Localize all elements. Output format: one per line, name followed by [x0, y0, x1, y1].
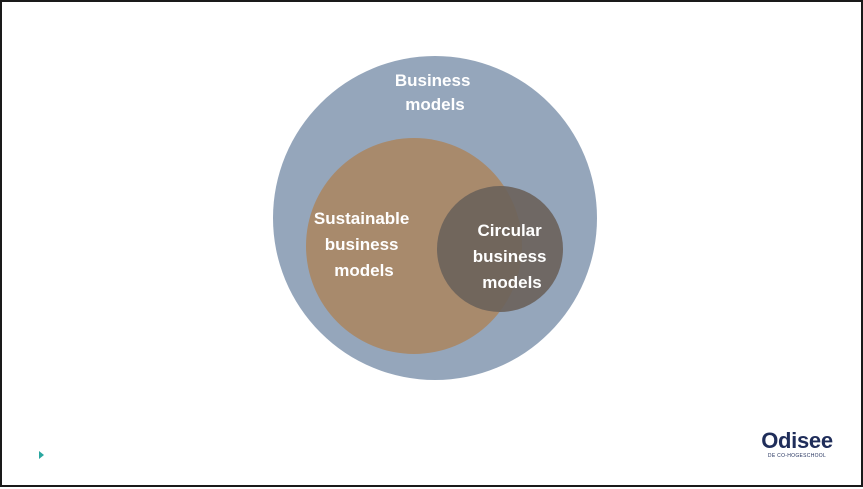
circular-label-line-1: Circular	[478, 221, 543, 240]
circular-label-line-2: business	[473, 247, 547, 266]
sustainable-business-models-label: Sustainable business models	[314, 209, 414, 280]
sustainable-label-line-1: Sustainable	[314, 209, 409, 228]
circular-label-line-3: models	[482, 273, 542, 292]
logo-tagline: DE CO-HOGESCHOOL	[767, 453, 827, 459]
sustainable-label-line-3: models	[334, 261, 394, 280]
play-icon	[39, 451, 44, 459]
business-models-label: Business models	[395, 71, 475, 114]
odisee-logo: Odisee DE CO-HOGESCHOOL	[742, 428, 852, 460]
business-models-label-line-1: Business	[395, 71, 471, 90]
circular-business-models-label: Circular business models	[473, 221, 551, 292]
circular-business-models-circle	[437, 186, 563, 312]
sustainable-label-line-2: business	[325, 235, 399, 254]
logo-name: Odisee	[761, 428, 833, 453]
business-models-label-line-2: models	[405, 95, 465, 114]
